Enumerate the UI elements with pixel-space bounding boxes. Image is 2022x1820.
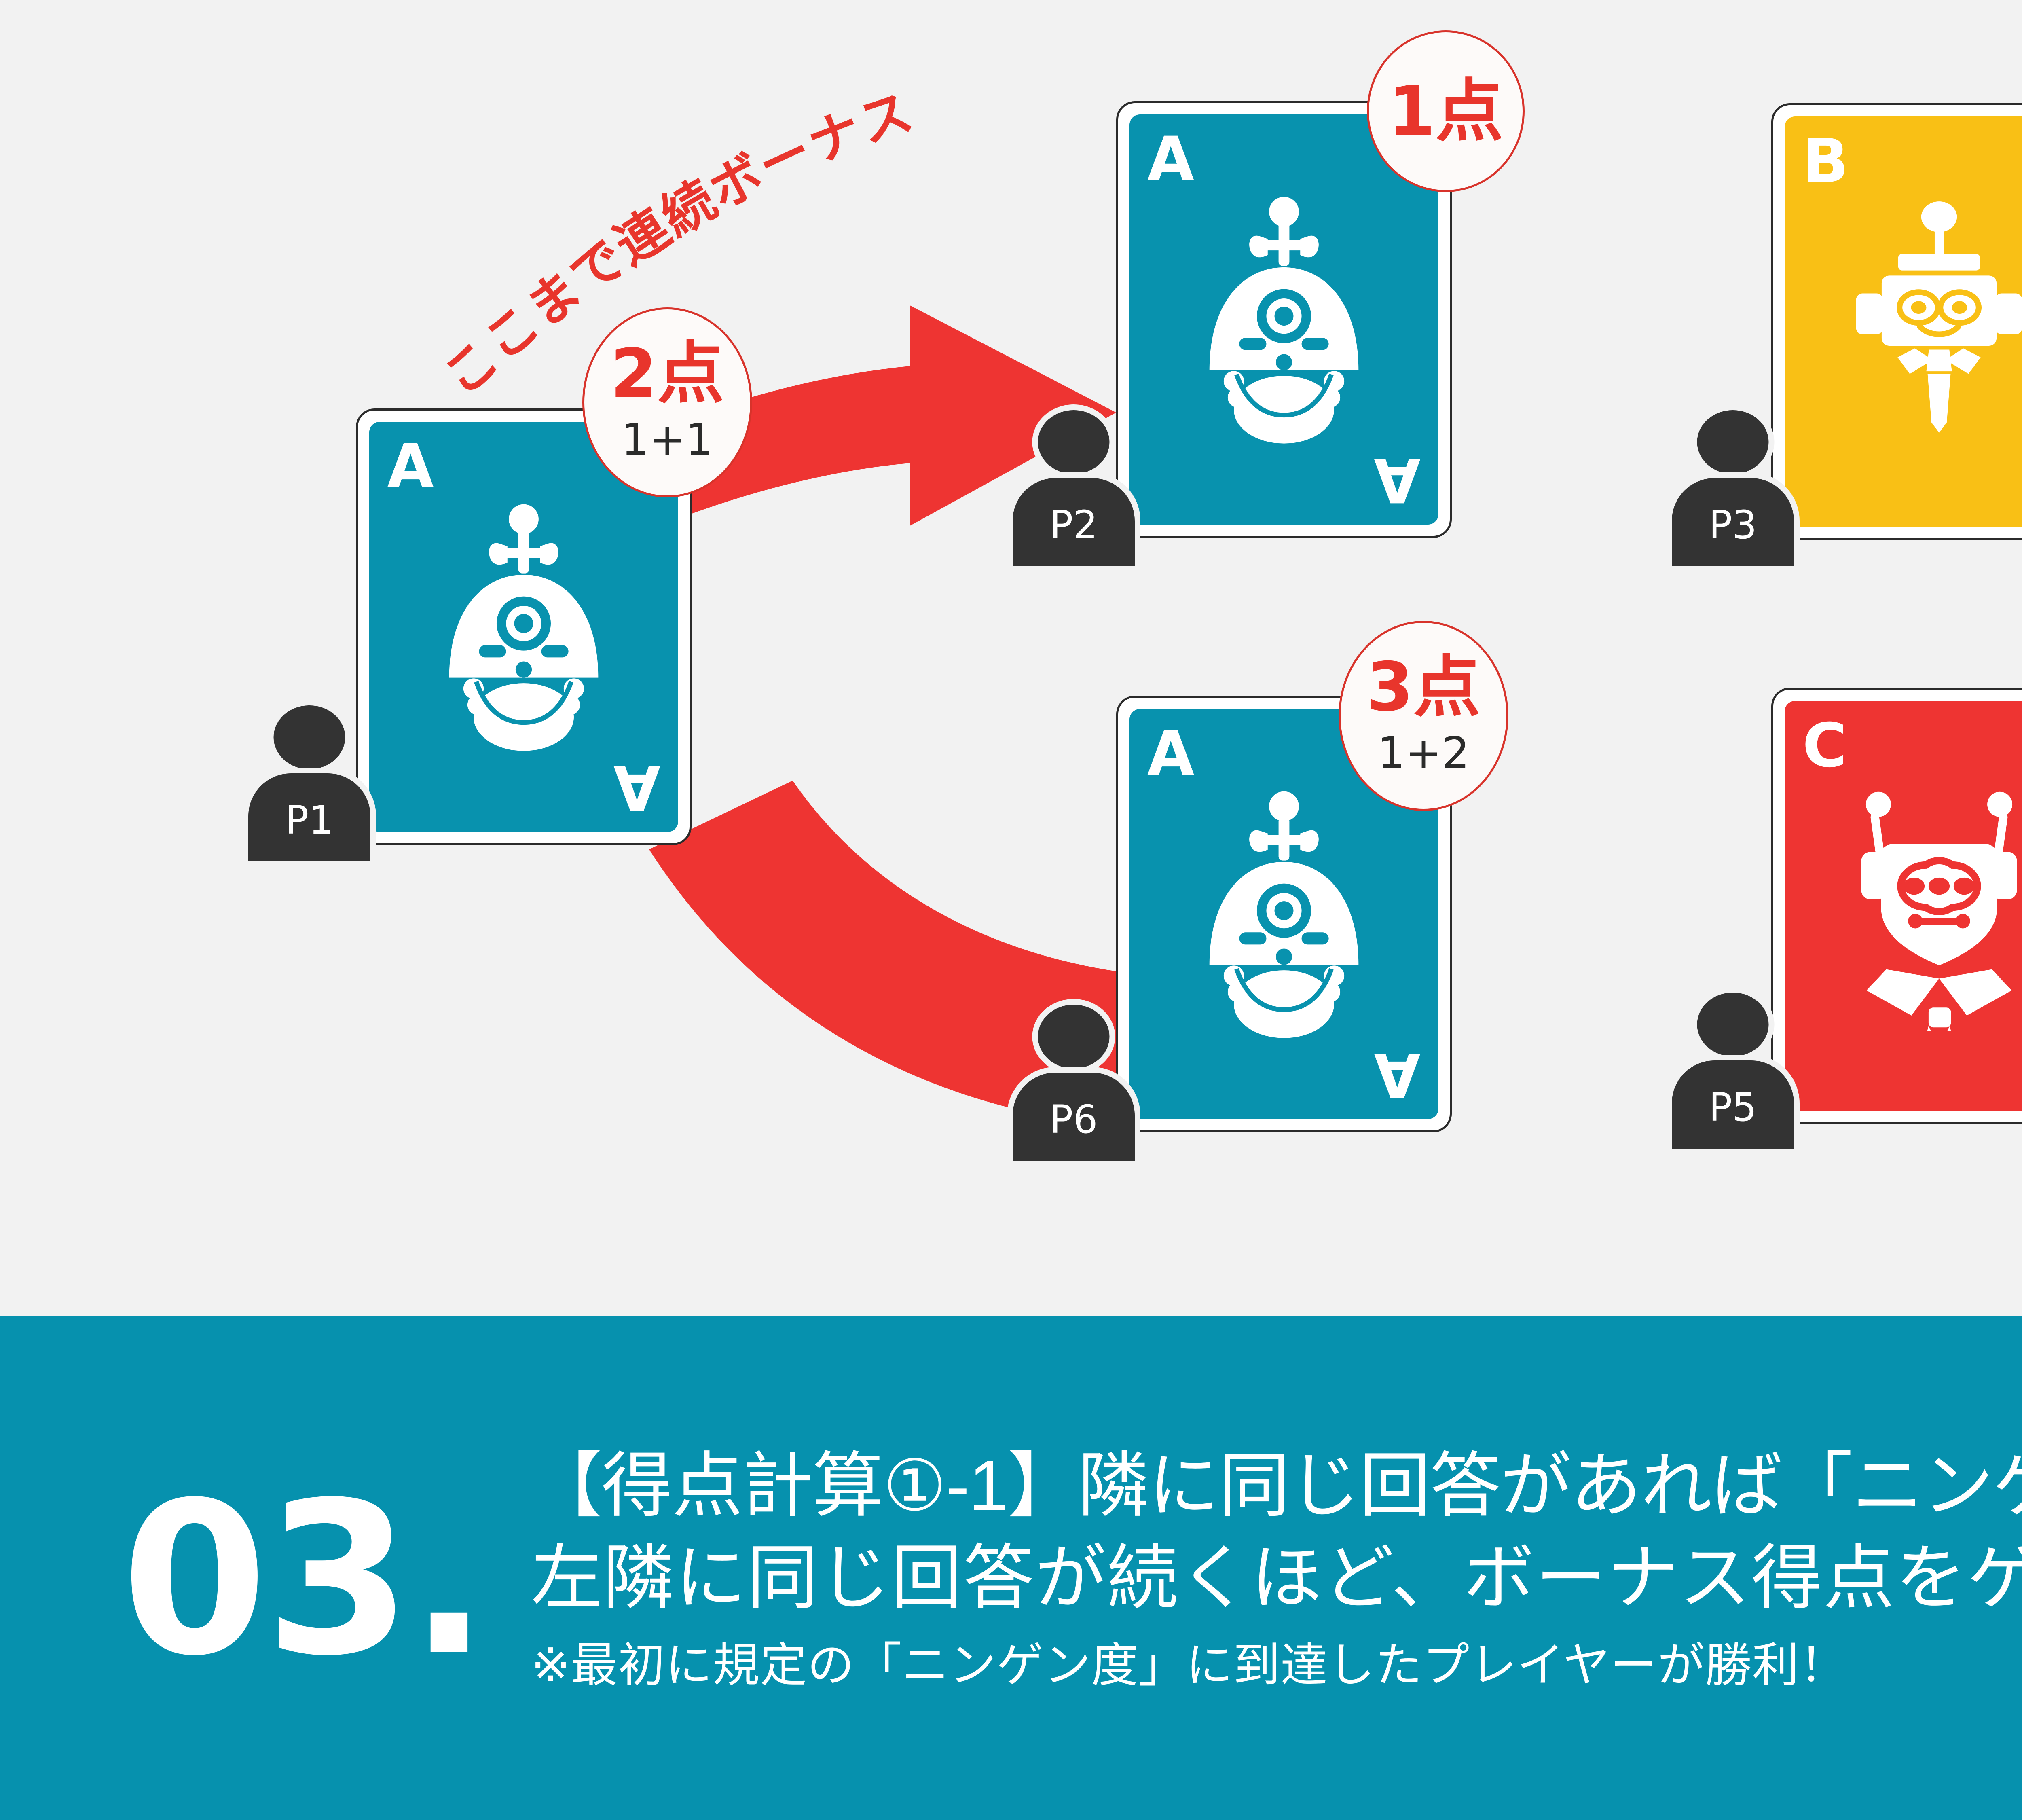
player-label-p6: P6 [1049, 1097, 1098, 1142]
avatar-body-p5: P5 [1666, 1055, 1800, 1149]
instruction-line-3: ※最初に規定の「ニンゲン度」に到達したプレイヤーが勝利！ [531, 1639, 1847, 1692]
robot-b-icon [1785, 116, 2022, 527]
score-bubble-p6: 3点 1+2 [1339, 621, 1508, 811]
score-bubble-p2: 1点 [1367, 30, 1525, 192]
player-label-p2: P2 [1049, 502, 1098, 548]
instruction-line-2: 左隣に同じ回答が続くほど、ボーナス得点をゲット！ [531, 1539, 2022, 1618]
score-bubble-p6-sub: 1+2 [1377, 728, 1470, 779]
player-label-p5: P5 [1709, 1085, 1757, 1130]
player-chip-p1[interactable]: P1 [243, 700, 376, 861]
player-chip-p5[interactable]: P5 [1666, 987, 1800, 1149]
player-chip-p2[interactable]: P2 [1007, 404, 1140, 566]
player-chip-p6[interactable]: P6 [1007, 999, 1140, 1161]
step-number: 03. [121, 1456, 489, 1702]
card-p5[interactable]: C C [1771, 688, 2022, 1124]
avatar-head-p3 [1691, 404, 1775, 480]
avatar-body-p2: P2 [1007, 472, 1140, 566]
avatar-body-p1: P1 [243, 768, 376, 861]
avatar-body-p3: P3 [1666, 472, 1800, 566]
player-label-p3: P3 [1709, 502, 1757, 548]
score-bubble-p6-main: 3点 [1366, 648, 1481, 726]
instruction-banner: 03. 【得点計算①-1】隣に同じ回答があれば「ニンゲン度」1点獲得！ 左隣に同… [0, 1316, 2022, 1820]
avatar-body-p6: P6 [1007, 1067, 1140, 1161]
card-face-p3: B B [1785, 116, 2022, 527]
card-face-p5: C C [1785, 701, 2022, 1111]
score-bubble-p1-main: 2点 [610, 335, 724, 413]
card-letter-top-p2: A [1147, 124, 1195, 195]
avatar-head-p2 [1032, 404, 1115, 480]
score-bubble-p1-sub: 1+1 [621, 415, 713, 465]
robot-a-icon [369, 422, 678, 832]
player-chip-p3[interactable]: P3 [1666, 404, 1800, 566]
card-face-p2: A A [1129, 114, 1438, 525]
player-label-p1: P1 [285, 798, 334, 843]
score-bubble-p1: 2点 1+1 [582, 307, 752, 497]
robot-a-icon [1129, 114, 1438, 525]
card-letter-top-p3: B [1802, 126, 1849, 197]
card-p3[interactable]: B B [1771, 103, 2022, 540]
instruction-text-block: 【得点計算①-1】隣に同じ回答があれば「ニンゲン度」1点獲得！ 左隣に同じ回答が… [531, 1440, 2022, 1699]
robot-a-icon [1129, 709, 1438, 1119]
avatar-head-p1 [268, 700, 351, 775]
instruction-line-1: 【得点計算①-1】隣に同じ回答があれば「ニンゲン度」1点獲得！ [531, 1446, 2022, 1526]
card-letter-top-p6: A [1147, 719, 1195, 789]
avatar-head-p6 [1032, 999, 1115, 1074]
card-letter-top-p1: A [387, 432, 434, 502]
robot-c-icon [1785, 701, 2022, 1111]
card-p1[interactable]: A A [356, 408, 692, 845]
score-bubble-p2-main: 1点 [1388, 72, 1504, 151]
avatar-head-p5 [1691, 987, 1775, 1062]
card-letter-top-p5: C [1802, 711, 1847, 781]
